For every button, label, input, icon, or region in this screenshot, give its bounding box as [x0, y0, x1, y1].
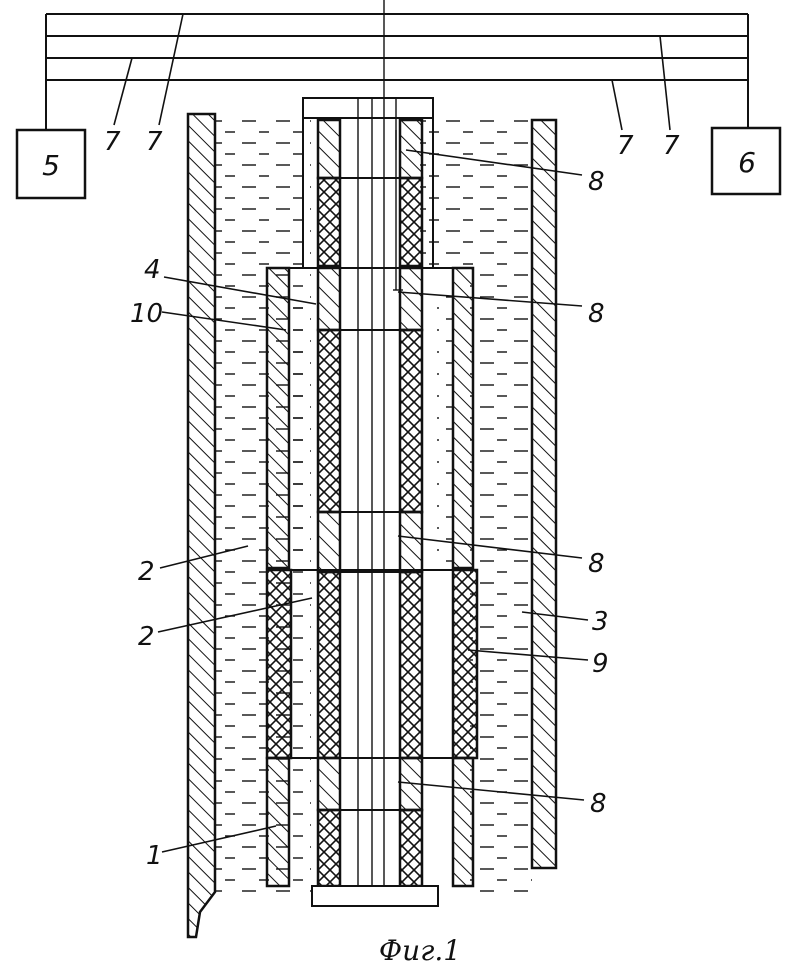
label-8-b: 8 [588, 299, 605, 329]
label-10: 10 [130, 299, 163, 329]
label-4: 4 [144, 255, 161, 285]
label-2-b: 2 [138, 622, 155, 652]
block-5-label: 5 [42, 149, 60, 182]
liquid-fill [215, 118, 532, 898]
label-8-c: 8 [588, 549, 605, 579]
label-7-d: 7 [663, 131, 680, 161]
label-7-a: 7 [104, 127, 121, 157]
block-6: 6 [712, 128, 780, 194]
label-8-d: 8 [590, 789, 607, 819]
label-7-b: 7 [146, 127, 163, 157]
label-7-c: 7 [617, 131, 634, 161]
label-3: 3 [592, 607, 609, 637]
label-2-a: 2 [138, 557, 155, 587]
label-8-a: 8 [588, 167, 605, 197]
label-1: 1 [146, 841, 163, 871]
figure-caption: Фиг.1 [379, 934, 461, 967]
block-5: 5 [17, 130, 85, 198]
block-6-label: 6 [738, 146, 756, 179]
inner-pipe [303, 98, 438, 906]
label-9: 9 [592, 649, 609, 679]
sensor-wires [358, 0, 403, 886]
